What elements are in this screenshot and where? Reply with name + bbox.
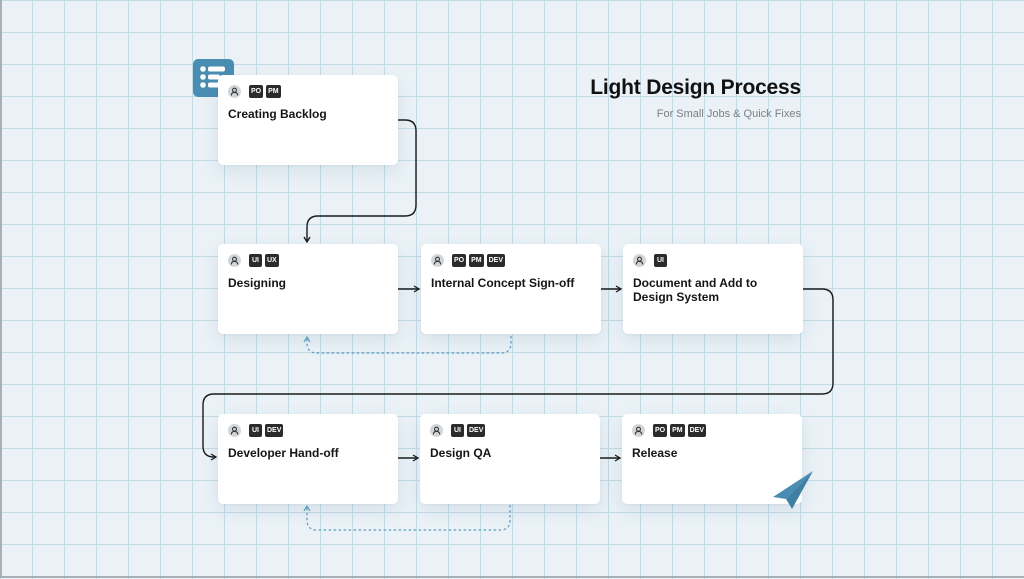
role-badge: UX bbox=[265, 253, 279, 267]
user-icon bbox=[632, 423, 645, 437]
step-card-design-qa[interactable]: UI DEV Design QA bbox=[420, 414, 600, 504]
step-card-release[interactable]: PO PM DEV Release bbox=[622, 414, 802, 504]
role-badge: DEV bbox=[687, 423, 707, 437]
page-title: Light Design Process bbox=[590, 76, 801, 99]
role-badge: DEV bbox=[467, 423, 486, 437]
step-card-internal-concept-sign-off[interactable]: PO PM DEV Internal Concept Sign-off bbox=[421, 244, 601, 334]
step-label: Release bbox=[632, 446, 678, 460]
step-label: Design QA bbox=[430, 446, 492, 460]
user-icon bbox=[228, 253, 241, 267]
user-icon bbox=[431, 253, 444, 267]
step-card-document-design-system[interactable]: UI Document and Add to Design System bbox=[623, 244, 803, 334]
user-icon bbox=[633, 253, 646, 267]
role-badge: PM bbox=[670, 423, 685, 437]
role-badge: UI bbox=[654, 253, 667, 267]
role-badge: UI bbox=[451, 423, 464, 437]
step-label: Developer Hand-off bbox=[228, 446, 339, 460]
role-badge: PO bbox=[249, 84, 264, 98]
role-badge: DEV bbox=[486, 253, 506, 267]
user-icon bbox=[430, 423, 443, 437]
role-badge: PM bbox=[266, 84, 281, 98]
step-label: Internal Concept Sign-off bbox=[431, 276, 575, 290]
title-block: Light Design Process For Small Jobs & Qu… bbox=[590, 76, 801, 120]
feedback-qa-to-handoff bbox=[303, 504, 511, 531]
role-badge: PO bbox=[452, 253, 467, 267]
user-icon bbox=[228, 423, 241, 437]
feedback-signoff-to-designing bbox=[303, 335, 512, 354]
role-badge: PM bbox=[469, 253, 484, 267]
role-badge: DEV bbox=[265, 423, 284, 437]
page-subtitle: For Small Jobs & Quick Fixes bbox=[656, 108, 801, 120]
step-label: Designing bbox=[228, 276, 287, 290]
paper-plane-icon bbox=[773, 471, 813, 509]
step-label: Document and Add to Design System bbox=[633, 276, 758, 304]
user-icon bbox=[228, 84, 241, 98]
role-badge: UI bbox=[249, 253, 262, 267]
step-card-creating-backlog[interactable]: PO PM Creating Backlog bbox=[218, 75, 398, 165]
step-label: Creating Backlog bbox=[228, 107, 327, 121]
step-card-designing[interactable]: UI UX Designing bbox=[218, 244, 398, 334]
role-badge: UI bbox=[249, 423, 262, 437]
role-badge: PO bbox=[653, 423, 668, 437]
step-card-developer-hand-off[interactable]: UI DEV Developer Hand-off bbox=[218, 414, 398, 504]
